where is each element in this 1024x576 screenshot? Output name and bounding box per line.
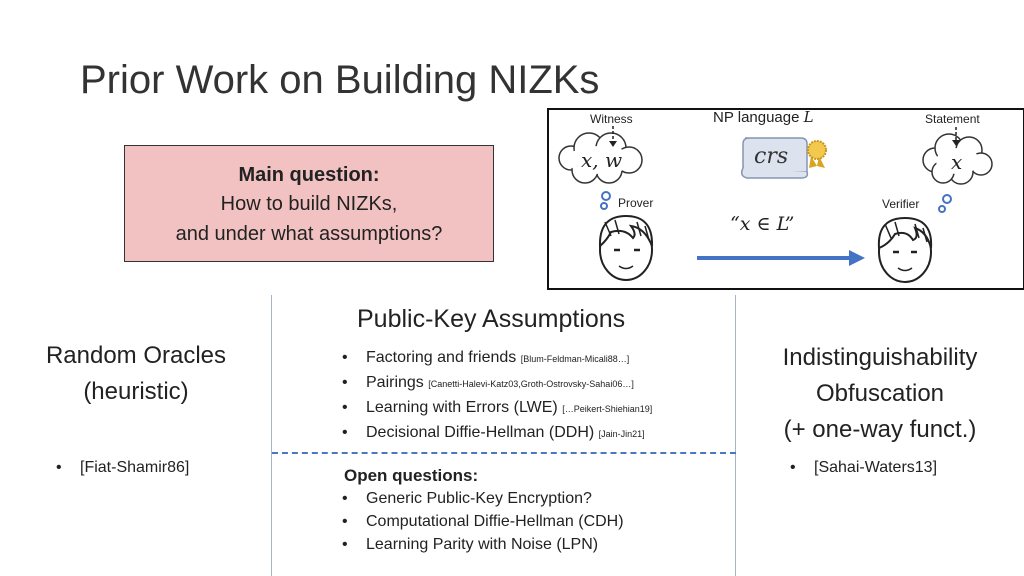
random-oracles-heading: Random Oracles (heuristic) bbox=[45, 342, 227, 405]
public-key-list: Factoring and friends [Blum-Feldman-Mica… bbox=[340, 346, 652, 446]
witness-label: Witness bbox=[590, 112, 633, 126]
list-item: Factoring and friends [Blum-Feldman-Mica… bbox=[340, 346, 652, 371]
list-item: Generic Public-Key Encryption? bbox=[340, 487, 624, 510]
witness-variables: x, w bbox=[581, 148, 623, 172]
nizk-diagram: Witness NP language L Statement x, w crs… bbox=[547, 108, 1024, 290]
list-item: [Fiat-Shamir86] bbox=[54, 456, 189, 479]
list-item: Computational Diffie-Hellman (CDH) bbox=[340, 510, 624, 533]
right-divider bbox=[735, 295, 736, 576]
verifier-label: Verifier bbox=[882, 197, 920, 211]
verifier-avatar bbox=[877, 216, 933, 283]
list-item: [Sahai-Waters13] bbox=[788, 456, 937, 479]
seal-icon bbox=[807, 140, 827, 168]
np-language-label: NP language L bbox=[713, 108, 814, 126]
open-questions-list: Generic Public-Key Encryption? Computati… bbox=[340, 487, 624, 556]
statement-thought-cloud bbox=[922, 133, 993, 213]
slide-title: Prior Work on Building NIZKs bbox=[80, 58, 600, 102]
public-key-heading: Public-Key Assumptions bbox=[357, 305, 626, 333]
main-question-line-1: How to build NIZKs, bbox=[220, 193, 398, 215]
statement-label: Statement bbox=[925, 112, 980, 126]
diagram-graphics bbox=[558, 126, 993, 283]
main-question-line-2: and under what assumptions? bbox=[175, 223, 443, 245]
list-item: Learning with Errors (LWE) […Peikert-Shi… bbox=[340, 396, 652, 421]
prover-label: Prover bbox=[618, 196, 654, 210]
main-question-box: Main question: How to build NIZKs, and u… bbox=[124, 145, 494, 262]
witness-thought-cloud bbox=[558, 132, 643, 210]
list-item: Learning Parity with Noise (LPN) bbox=[340, 533, 624, 556]
statement-variable: x bbox=[951, 150, 963, 174]
io-list: [Sahai-Waters13] bbox=[788, 456, 937, 479]
left-divider bbox=[271, 295, 272, 576]
prover-avatar bbox=[598, 214, 654, 281]
random-oracles-list: [Fiat-Shamir86] bbox=[54, 456, 189, 479]
proof-claim: “x ∈ L” bbox=[730, 213, 795, 235]
io-heading: Indistinguishability Obfuscation (+ one-… bbox=[782, 344, 978, 443]
list-item: Decisional Diffie-Hellman (DDH) [Jain-Ji… bbox=[340, 421, 652, 446]
open-questions-heading: Open questions: bbox=[344, 466, 479, 485]
open-questions-divider bbox=[272, 452, 736, 454]
main-question-heading: Main question: bbox=[238, 164, 380, 186]
crs-label: crs bbox=[754, 144, 789, 169]
crs-scroll-icon bbox=[740, 137, 809, 179]
list-item: Pairings [Canetti-Halevi-Katz03,Groth-Os… bbox=[340, 371, 652, 396]
